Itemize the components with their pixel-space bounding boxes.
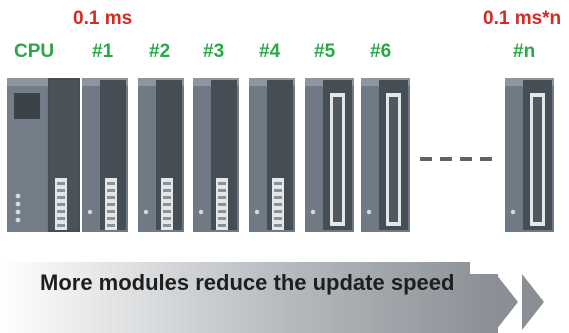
module-label-2: #2 [149,41,171,62]
module-label-n: #n [513,41,536,62]
io-module-1 [82,78,128,232]
chevron-icon [496,274,518,330]
direction-arrow [0,262,498,333]
io-module-n [505,78,554,232]
module-label-cpu: CPU [14,41,55,62]
io-module-6 [361,78,410,232]
module-label-3: #3 [203,41,225,62]
ellipsis-dashes [420,157,492,161]
io-module-3 [193,78,239,232]
io-module-2 [138,78,184,232]
module-label-4: #4 [259,41,281,62]
module-label-6: #6 [370,41,392,62]
cpu-module [7,78,80,232]
module-label-5: #5 [314,41,336,62]
caption-text: More modules reduce the update speed [40,270,455,295]
io-module-5 [305,78,354,232]
chevron-icon [522,274,544,330]
module-label-1: #1 [92,41,114,62]
timing-label-first: 0.1 ms [73,8,133,29]
timing-label-last: 0.1 ms*n [483,8,562,29]
io-module-4 [249,78,295,232]
